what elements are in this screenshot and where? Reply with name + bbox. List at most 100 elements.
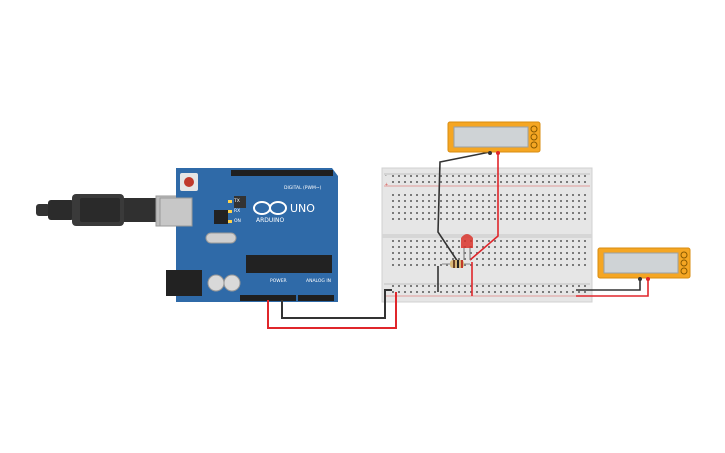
breadboard-hole[interactable] [416,291,418,293]
breadboard-hole[interactable] [566,240,568,242]
breadboard-hole[interactable] [428,285,430,287]
breadboard-hole[interactable] [434,181,436,183]
multimeter-top[interactable] [447,121,541,155]
breadboard-hole[interactable] [434,246,436,248]
breadboard-hole[interactable] [392,252,394,254]
breadboard-hole[interactable] [518,285,520,287]
breadboard-hole[interactable] [482,200,484,202]
breadboard-hole[interactable] [554,252,556,254]
breadboard-hole[interactable] [428,218,430,220]
breadboard-hole[interactable] [506,264,508,266]
breadboard-hole[interactable] [518,212,520,214]
breadboard-hole[interactable] [422,246,424,248]
breadboard-hole[interactable] [476,175,478,177]
breadboard-hole[interactable] [536,218,538,220]
breadboard-hole[interactable] [398,246,400,248]
breadboard-hole[interactable] [398,194,400,196]
breadboard-hole[interactable] [452,181,454,183]
breadboard-hole[interactable] [422,258,424,260]
breadboard-hole[interactable] [524,194,526,196]
breadboard-hole[interactable] [578,194,580,196]
breadboard-hole[interactable] [548,175,550,177]
breadboard-hole[interactable] [434,175,436,177]
breadboard-hole[interactable] [446,181,448,183]
breadboard-hole[interactable] [530,264,532,266]
breadboard-hole[interactable] [434,252,436,254]
breadboard-hole[interactable] [398,200,400,202]
breadboard-hole[interactable] [524,218,526,220]
breadboard-hole[interactable] [542,285,544,287]
breadboard-hole[interactable] [554,264,556,266]
breadboard-hole[interactable] [512,200,514,202]
breadboard-hole[interactable] [572,246,574,248]
breadboard-hole[interactable] [494,175,496,177]
breadboard-hole[interactable] [530,291,532,293]
breadboard-hole[interactable] [446,218,448,220]
breadboard-hole[interactable] [410,206,412,208]
breadboard-hole[interactable] [440,200,442,202]
breadboard-hole[interactable] [398,206,400,208]
breadboard-hole[interactable] [548,200,550,202]
breadboard-hole[interactable] [578,200,580,202]
breadboard-hole[interactable] [404,200,406,202]
breadboard-hole[interactable] [392,175,394,177]
breadboard-hole[interactable] [566,181,568,183]
breadboard-hole[interactable] [542,252,544,254]
breadboard-hole[interactable] [512,264,514,266]
breadboard-hole[interactable] [410,181,412,183]
breadboard-hole[interactable] [404,212,406,214]
breadboard-hole[interactable] [482,240,484,242]
breadboard-hole[interactable] [518,206,520,208]
probe-port-2-icon[interactable] [530,133,538,141]
breadboard-hole[interactable] [482,181,484,183]
power-header[interactable] [240,295,296,301]
breadboard-hole[interactable] [560,291,562,293]
probe-port-3-icon[interactable] [530,141,538,149]
breadboard-hole[interactable] [542,246,544,248]
breadboard-hole[interactable] [488,240,490,242]
breadboard-hole[interactable] [578,240,580,242]
breadboard-hole[interactable] [416,285,418,287]
breadboard-hole[interactable] [584,252,586,254]
breadboard-hole[interactable] [542,206,544,208]
breadboard-hole[interactable] [470,252,472,254]
breadboard-hole[interactable] [392,206,394,208]
breadboard-hole[interactable] [446,240,448,242]
breadboard-hole[interactable] [578,252,580,254]
breadboard-hole[interactable] [404,285,406,287]
breadboard-hole[interactable] [536,181,538,183]
breadboard-hole[interactable] [440,240,442,242]
breadboard-hole[interactable] [530,258,532,260]
breadboard-hole[interactable] [398,181,400,183]
breadboard-hole[interactable] [452,285,454,287]
breadboard-hole[interactable] [536,240,538,242]
breadboard-hole[interactable] [578,258,580,260]
breadboard-hole[interactable] [518,200,520,202]
breadboard-hole[interactable] [446,175,448,177]
breadboard-hole[interactable] [410,194,412,196]
breadboard-hole[interactable] [506,240,508,242]
breadboard-hole[interactable] [506,285,508,287]
breadboard-hole[interactable] [470,206,472,208]
breadboard-hole[interactable] [584,206,586,208]
breadboard-hole[interactable] [506,291,508,293]
breadboard-hole[interactable] [422,194,424,196]
breadboard-hole[interactable] [548,246,550,248]
breadboard-hole[interactable] [416,206,418,208]
breadboard-hole[interactable] [512,246,514,248]
breadboard-hole[interactable] [554,194,556,196]
breadboard-hole[interactable] [458,206,460,208]
breadboard-hole[interactable] [488,175,490,177]
breadboard-hole[interactable] [560,264,562,266]
breadboard-hole[interactable] [566,218,568,220]
breadboard-hole[interactable] [464,200,466,202]
breadboard-hole[interactable] [560,206,562,208]
breadboard-hole[interactable] [500,291,502,293]
breadboard-hole[interactable] [494,181,496,183]
wire-red-5v[interactable] [267,292,397,329]
breadboard-hole[interactable] [572,218,574,220]
breadboard-hole[interactable] [584,194,586,196]
breadboard-hole[interactable] [446,200,448,202]
breadboard-hole[interactable] [506,181,508,183]
breadboard-hole[interactable] [506,218,508,220]
